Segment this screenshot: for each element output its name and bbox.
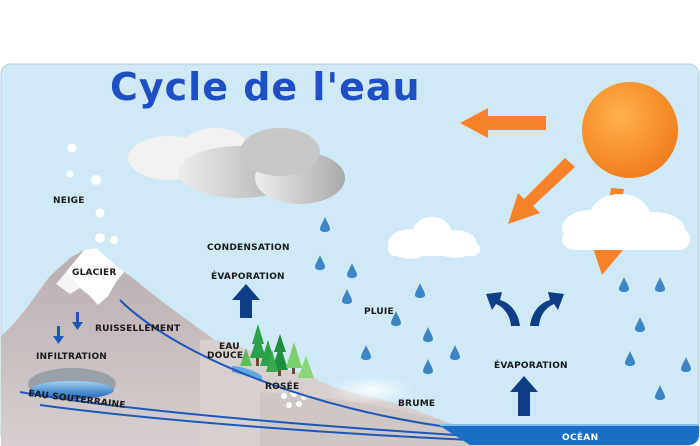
rain-drop-icon xyxy=(347,263,357,278)
label-evaporation-land: ÉVAPORATION xyxy=(211,270,285,282)
rain-drop-icon xyxy=(655,385,665,400)
rain-drop-icon xyxy=(655,277,665,292)
rain-drop-icon xyxy=(315,255,325,270)
rain-drop-icon xyxy=(423,359,433,374)
rain-drop-icon xyxy=(423,327,433,342)
label-neige: NEIGE xyxy=(53,196,85,206)
evaporation-land-arrow xyxy=(232,284,260,318)
groundwater-reservoir xyxy=(28,368,116,400)
label-ocean: OCÉAN xyxy=(562,431,598,443)
label-eau-douce-line1: EAU xyxy=(219,342,240,352)
rain-drop-icon xyxy=(619,277,629,292)
rain-drop-icon xyxy=(625,351,635,366)
evaporation-ocean-arrow-right-curve xyxy=(530,292,564,326)
rain-drop-icon xyxy=(391,311,401,326)
rain-drop-icon xyxy=(415,283,425,298)
sun-arrow-diagonal xyxy=(508,158,575,224)
cloud-right xyxy=(562,194,690,250)
evaporation-ocean-arrow-left-curve xyxy=(486,292,520,326)
cloud-condensation xyxy=(128,128,345,204)
sun-arrow-left xyxy=(460,108,546,138)
label-rosee: ROSÉE xyxy=(265,380,299,392)
label-pluie: PLUIE xyxy=(364,307,394,317)
diagram-title: Cycle de l'eau xyxy=(110,65,421,109)
evaporation-ocean-arrow-up xyxy=(510,376,538,416)
groundwater-flow-lines xyxy=(19,299,471,441)
ocean xyxy=(440,424,699,445)
label-ruissellement: RUISSELLEMENT xyxy=(95,324,181,334)
fresh-water-lake xyxy=(232,366,262,380)
rain-drop-icon xyxy=(342,289,352,304)
rain-drop-icon xyxy=(635,317,645,332)
snow-flakes xyxy=(66,143,118,244)
label-eau-douce-line2: DOUCE xyxy=(207,351,243,361)
cloud-center xyxy=(388,217,480,259)
mist xyxy=(328,376,416,404)
rain-drop-icon xyxy=(681,357,691,372)
rain-drop-icon xyxy=(320,217,330,232)
label-brume: BRUME xyxy=(398,399,435,409)
label-evaporation-ocean: ÉVAPORATION xyxy=(494,359,568,371)
evaporation-ocean-arrows xyxy=(486,292,564,416)
infiltration-arrows xyxy=(53,312,83,344)
label-condensation: CONDENSATION xyxy=(207,243,290,253)
trees xyxy=(240,324,314,378)
label-glacier: GLACIER xyxy=(72,268,117,278)
label-infiltration: INFILTRATION xyxy=(36,352,107,362)
glacier xyxy=(66,248,124,305)
rain-drop-icon xyxy=(361,345,371,360)
rain-drop-icon xyxy=(450,345,460,360)
rain-drops xyxy=(315,217,691,400)
sun-icon xyxy=(582,82,678,178)
